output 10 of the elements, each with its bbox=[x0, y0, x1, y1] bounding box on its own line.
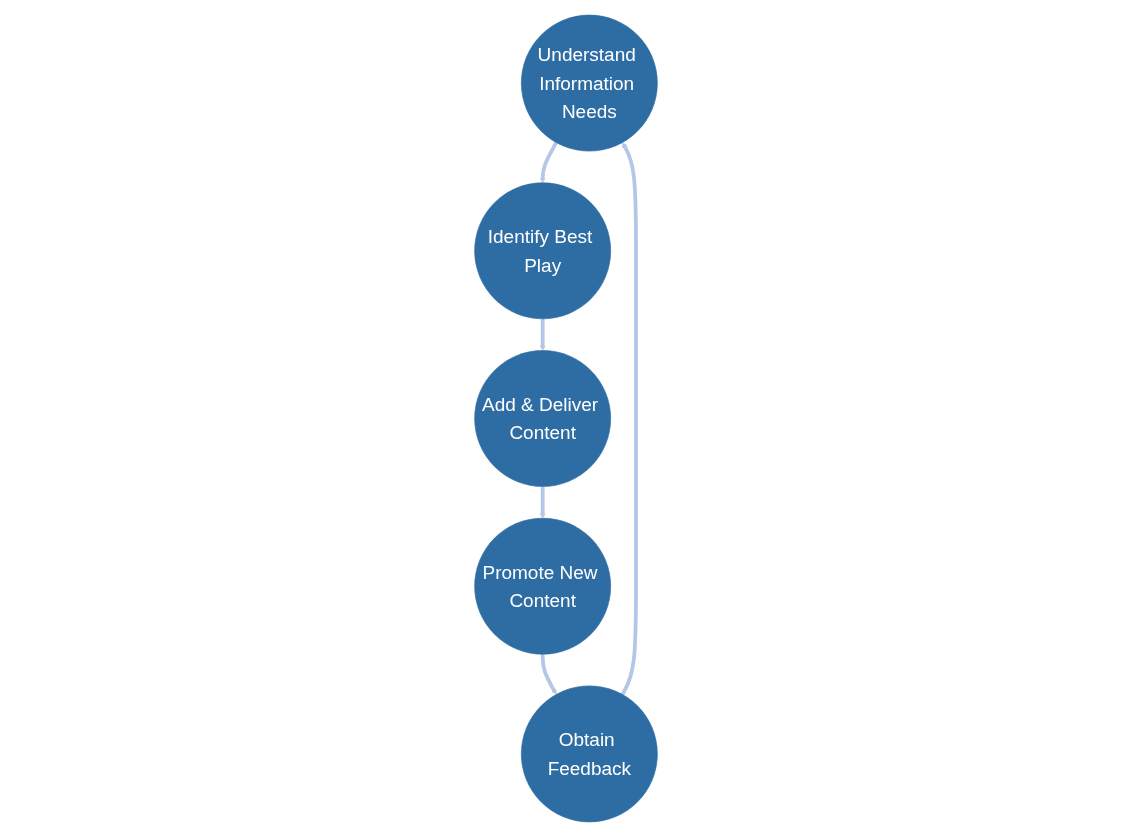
arrow bbox=[539, 141, 558, 183]
arrow bbox=[539, 318, 546, 351]
arrow bbox=[539, 486, 546, 519]
node-circle: Promote New Content bbox=[474, 517, 611, 655]
arrow bbox=[540, 654, 557, 695]
node-circle: Understand Information Needs bbox=[521, 14, 658, 152]
node-circle: Identify Best Play bbox=[474, 182, 611, 320]
node-circle: Add & Deliver Content bbox=[474, 350, 611, 487]
arrow bbox=[620, 142, 638, 696]
node-circle: Obtain Feedback bbox=[521, 685, 658, 823]
